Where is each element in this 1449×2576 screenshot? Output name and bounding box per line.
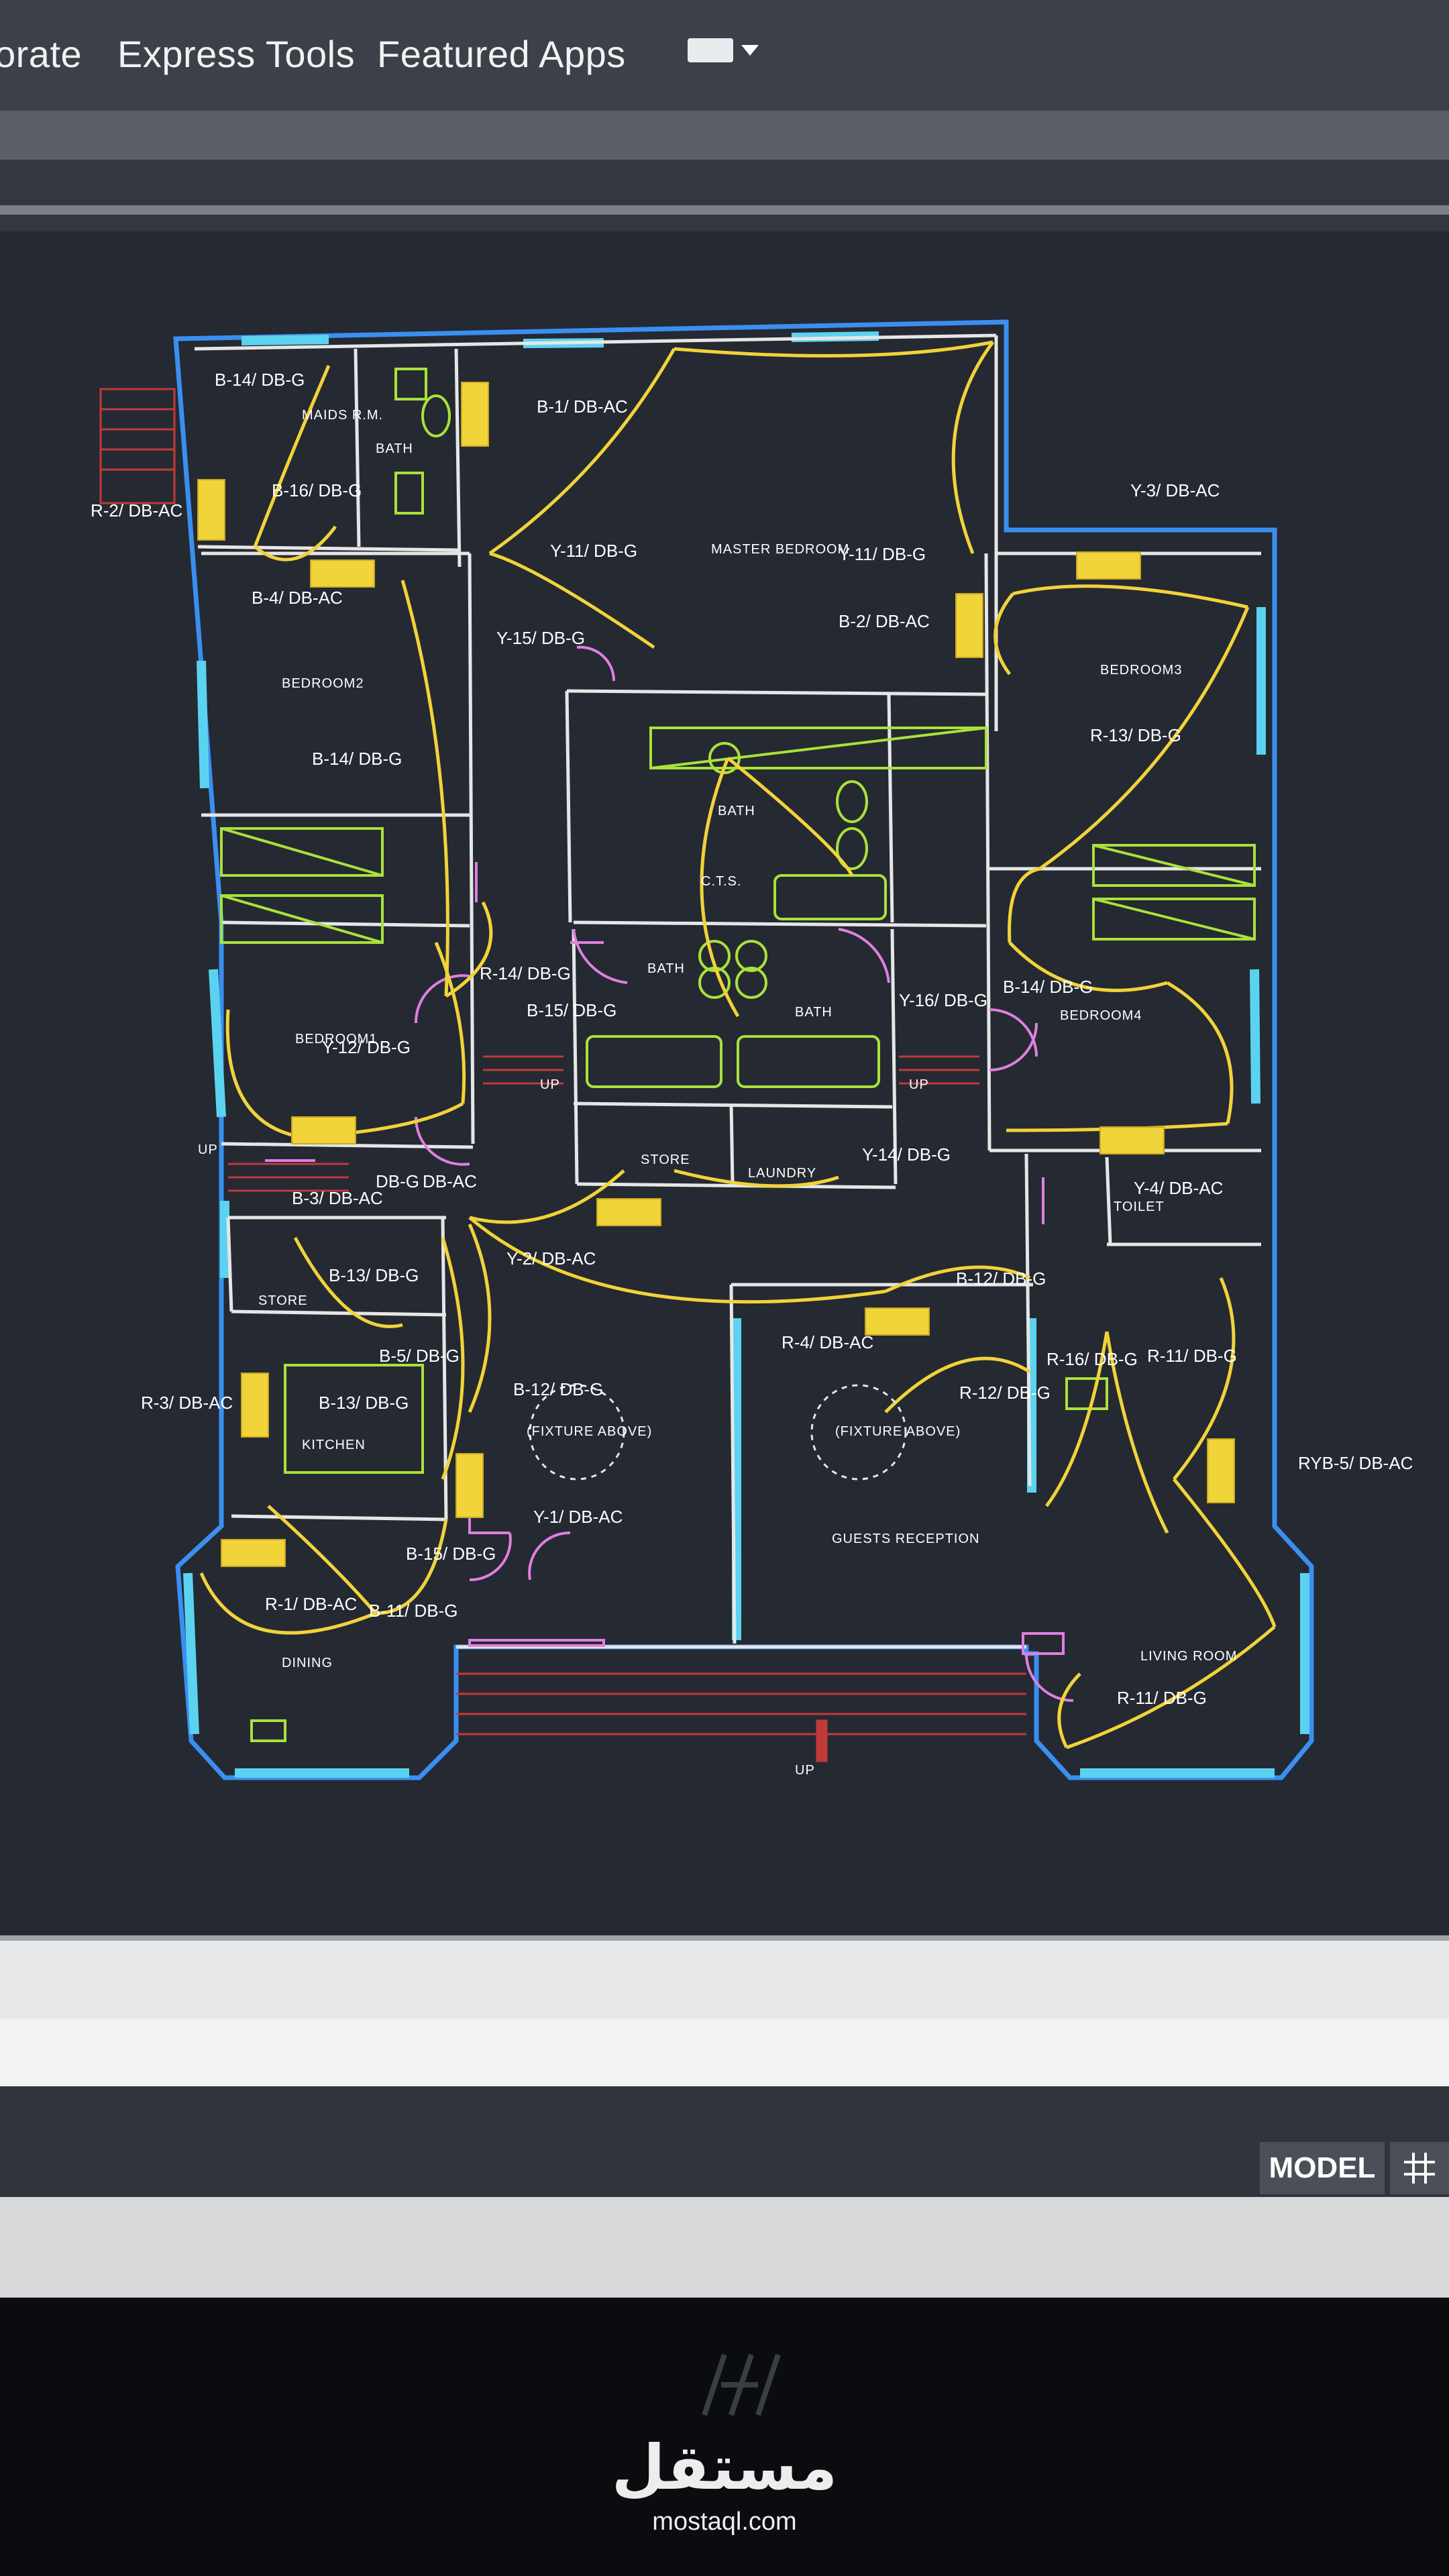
label-guests-reception: GUESTS RECEPTION (832, 1532, 979, 1546)
circuit-b15a: B-15/ DB-G (527, 1000, 616, 1020)
label-stair-up-1: UP (540, 1077, 560, 1092)
circuit-y11b: Y-11/ DB-G (839, 544, 926, 564)
circuit-b14c: B-14/ DB-G (1003, 977, 1093, 997)
label-store: STORE (641, 1152, 690, 1167)
file-tab-divider (0, 205, 1449, 215)
label-bedroom1: BEDROOM1 (295, 1032, 377, 1046)
hp-logo-icon (702, 2353, 781, 2416)
window-segments (183, 331, 1309, 1778)
circuit-b5: B-5/ DB-G (379, 1346, 460, 1366)
label-living-room: LIVING ROOM (1140, 1649, 1237, 1664)
circuit-b1: B-1/ DB-AC (537, 396, 628, 417)
circuit-y16: Y-16/ DB-G (899, 990, 987, 1010)
ribbon-state-toggle-icon (688, 38, 733, 62)
ceiling-fixture-reception (529, 1384, 907, 1481)
drawing-viewport[interactable] (0, 231, 1449, 1935)
circuit-r3: R-3/ DB-AC (141, 1393, 233, 1413)
label-toilet: TOILET (1114, 1199, 1165, 1214)
label-stair-up-2: UP (909, 1077, 929, 1092)
ribbon-panel-strip (0, 160, 1449, 233)
monitor-bezel (0, 2298, 1449, 2576)
ribbon-toggle-button[interactable] (688, 37, 759, 64)
label-stair-up-4: UP (795, 1763, 815, 1778)
label-bath-lower2: BATH (795, 1005, 833, 1020)
tab-collaborate[interactable]: orate (0, 33, 83, 75)
label-bath-lower: BATH (647, 961, 685, 976)
circuit-b13b: B-13/ DB-G (319, 1393, 409, 1413)
watermark-latin: mostaql.com (652, 2508, 797, 2536)
command-line[interactable] (0, 2019, 1449, 2086)
label-laundry: LAUNDRY (748, 1166, 816, 1181)
circuit-b14b: B-14/ DB-G (312, 749, 402, 769)
label-dining: DINING (282, 1656, 333, 1670)
circuit-b3: B-3/ DB-AC (292, 1188, 383, 1208)
circuit-y4: Y-4/ DB-AC (1134, 1178, 1223, 1198)
circuit-y15: Y-15/ DB-G (496, 628, 585, 648)
circuit-y12: Y-12/ DB-G (322, 1037, 411, 1057)
interior-walls (194, 333, 1261, 1649)
tab-featured-apps[interactable]: Featured Apps (377, 33, 626, 75)
label-master-bedroom: MASTER BEDROOM (711, 542, 849, 557)
circuit-r14: R-14/ DB-G (480, 963, 571, 983)
circuit-y3: Y-3/ DB-AC (1130, 480, 1220, 500)
circuit-dbac: DB-AC (423, 1171, 477, 1191)
grid-toggle-button[interactable] (1390, 2142, 1449, 2194)
label-bedroom2: BEDROOM2 (282, 676, 364, 691)
model-space-button[interactable]: MODEL (1260, 2142, 1385, 2194)
grid-icon (1404, 2153, 1435, 2184)
circuit-labels: B-14/ DB-G R-2/ DB-AC B-16/ DB-G B-1/ DB… (91, 370, 1413, 1708)
label-store-kitchen: STORE (258, 1293, 308, 1308)
circuit-ryb5: RYB-5/ DB-AC (1298, 1453, 1413, 1473)
label-bedroom3: BEDROOM3 (1100, 663, 1182, 678)
ribbon-tab-bar: orate Express Tools Featured Apps (0, 0, 1449, 111)
label-kitchen: KITCHEN (302, 1438, 366, 1452)
circuit-b16: B-16/ DB-G (272, 480, 362, 500)
label-cts: C.T.S. (701, 874, 741, 889)
circuit-r13: R-13/ DB-G (1090, 725, 1181, 745)
circuit-r2: R-2/ DB-AC (91, 500, 182, 521)
circuit-b13a: B-13/ DB-G (329, 1265, 419, 1285)
autocad-screen: orate Express Tools Featured Apps (0, 0, 1449, 2267)
floor-plan-drawing[interactable]: MAIDS R.M. BATH MASTER BEDROOM BEDROOM2 … (0, 231, 1449, 1935)
horizontal-scrollbar[interactable] (0, 1935, 1449, 2025)
label-fixture-note-1: (FIXTURE ABOVE) (527, 1424, 652, 1439)
chevron-down-icon (741, 45, 759, 56)
circuit-b14a: B-14/ DB-G (215, 370, 305, 390)
circuit-r11a: R-11/ DB-G (1147, 1346, 1237, 1366)
circuit-b2: B-2/ DB-AC (839, 611, 930, 631)
circuit-b4: B-4/ DB-AC (252, 588, 343, 608)
label-bath-small: BATH (376, 441, 413, 456)
circuit-y1: Y-1/ DB-AC (533, 1507, 623, 1527)
fixtures (220, 368, 1256, 1742)
circuit-r16: R-16/ DB-G (1046, 1349, 1138, 1369)
label-maids-rm: MAIDS R.M. (302, 408, 383, 423)
circuit-y2: Y-2/ DB-AC (506, 1248, 596, 1269)
label-bedroom4: BEDROOM4 (1060, 1008, 1142, 1023)
circuit-b12a: B-12/ DB-G (956, 1269, 1046, 1289)
tab-express-tools[interactable]: Express Tools (117, 33, 356, 75)
label-fixture-note-2: (FIXTURE ABOVE) (835, 1424, 961, 1439)
circuit-r1: R-1/ DB-AC (265, 1594, 357, 1614)
circuit-r4: R-4/ DB-AC (782, 1332, 873, 1352)
circuit-b11: B-11/ DB-G (369, 1601, 458, 1621)
circuit-r12: R-12/ DB-G (959, 1383, 1051, 1403)
panel-boxes (197, 382, 1235, 1567)
circuit-dbg: DB-G (376, 1171, 419, 1191)
circuit-b12b: B-12/ DB-G (513, 1379, 603, 1399)
stairs (99, 388, 1026, 1762)
circuit-y11a: Y-11/ DB-G (550, 541, 637, 561)
circuit-y14: Y-14/ DB-G (862, 1144, 951, 1165)
status-bar: MODEL (0, 2086, 1449, 2197)
watermark-arabic: مستقل (611, 2432, 838, 2504)
room-labels: MAIDS R.M. BATH MASTER BEDROOM BEDROOM2 … (198, 408, 1237, 1778)
label-bath-center: BATH (718, 804, 755, 818)
door-swings (265, 645, 1074, 1702)
monitor-lower-edge (0, 2197, 1449, 2298)
circuit-r11b: R-11/ DB-G (1117, 1688, 1207, 1708)
label-stair-up-3: UP (198, 1142, 218, 1157)
circuit-b15b: B-15/ DB-G (406, 1544, 496, 1564)
